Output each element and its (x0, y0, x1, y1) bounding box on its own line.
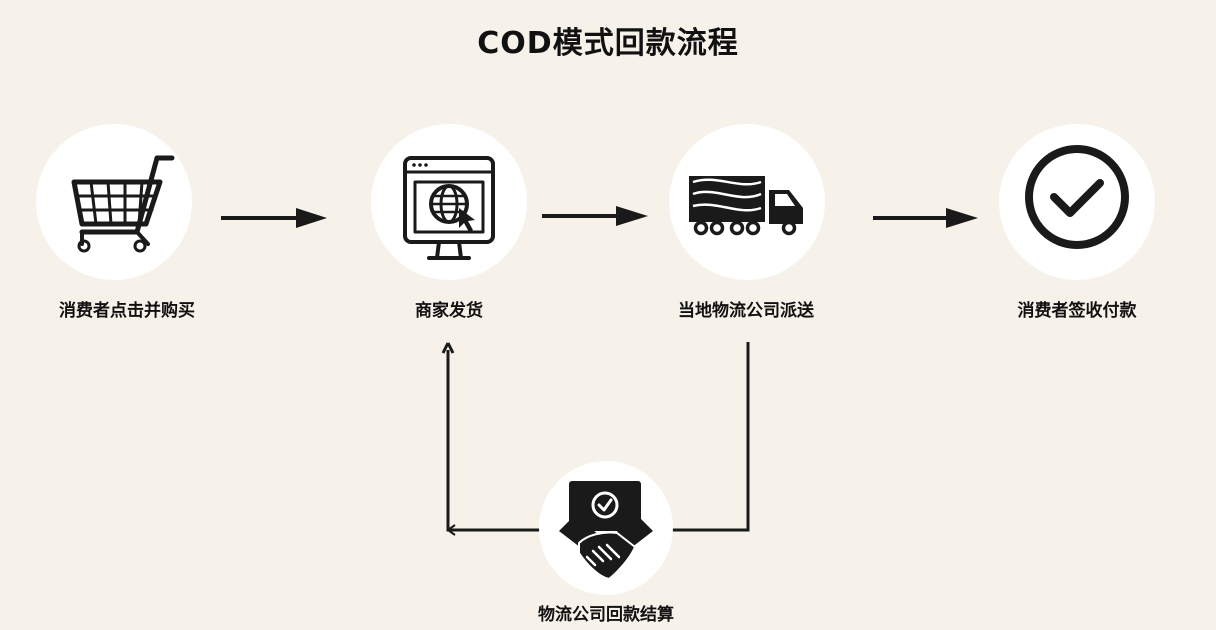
step-label-settlement: 物流公司回款结算 (538, 605, 674, 625)
arrow-logistics-to-settlement (670, 342, 750, 532)
arrow-settlement-to-merchant (441, 342, 540, 536)
step-circle-settlement (539, 461, 673, 595)
shopping-cart-icon (71, 155, 175, 253)
handshake-icon (559, 481, 653, 581)
step-circle-merchant (371, 124, 527, 280)
step-label-purchase: 消费者点击并购买 (59, 301, 195, 321)
step-label-merchant: 商家发货 (415, 301, 483, 321)
step-circle-payment (999, 124, 1155, 280)
step-circle-logistics (669, 124, 825, 280)
diagram-title: COD模式回款流程 (477, 26, 739, 61)
delivery-truck-icon (689, 176, 803, 236)
arrow-cart-to-merchant (221, 208, 327, 228)
step-circle-purchase (36, 124, 192, 280)
step-label-logistics: 当地物流公司派送 (678, 301, 814, 321)
web-monitor-icon (403, 156, 495, 260)
arrow-logistics-to-customer (873, 208, 978, 228)
arrow-merchant-to-logistics (542, 206, 648, 226)
check-circle-icon (1025, 145, 1129, 249)
step-label-payment: 消费者签收付款 (1017, 301, 1137, 321)
